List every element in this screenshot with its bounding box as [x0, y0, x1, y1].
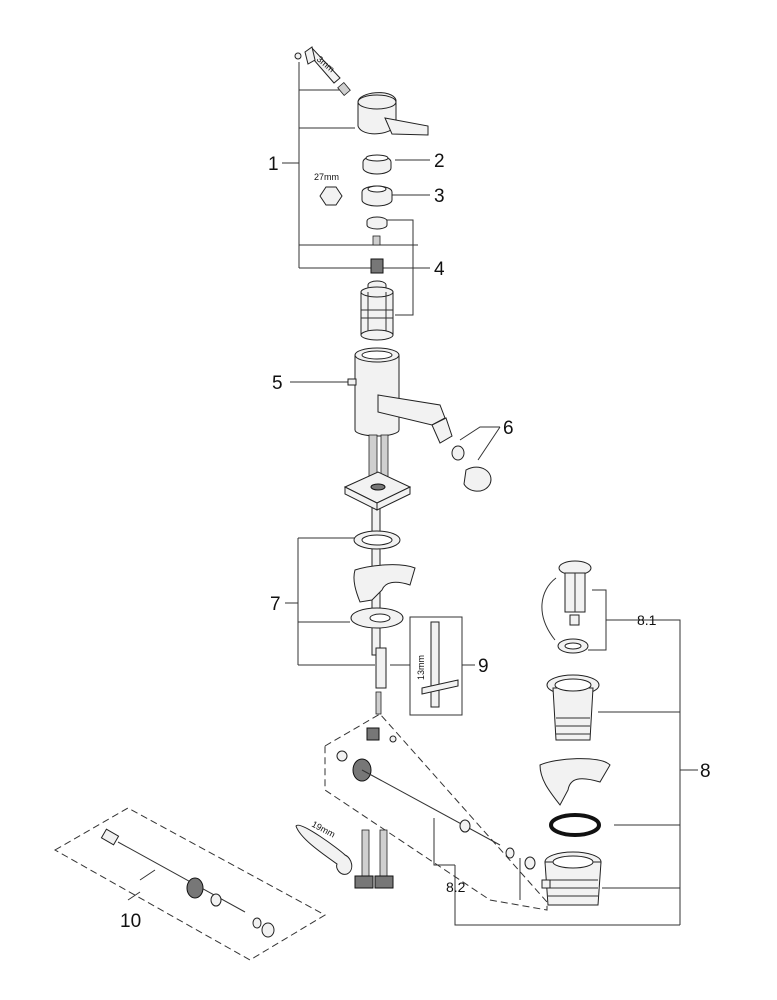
flex-hose-lower — [354, 829, 394, 889]
callout-8-2: 8.2 — [446, 879, 466, 895]
callout-4: 4 — [434, 259, 445, 280]
dim-13mm: 13mm — [416, 655, 426, 680]
callout-1: 1 — [268, 154, 279, 175]
bidet-nozzle-assembly — [451, 445, 492, 492]
mounting-plate — [343, 471, 412, 511]
wrench-27mm-icon — [319, 186, 343, 206]
threaded-sleeve — [375, 647, 387, 689]
fixing-set — [350, 530, 416, 715]
callout-6: 6 — [503, 418, 514, 439]
waste-body — [546, 674, 600, 741]
callout-5: 5 — [272, 373, 283, 394]
callout-10: 10 — [120, 911, 141, 932]
lever-handle-assembly — [294, 46, 429, 136]
arrow-curve — [541, 577, 557, 641]
small-pin — [372, 235, 381, 246]
callout-7: 7 — [270, 594, 281, 615]
hex-key-icon — [304, 46, 341, 84]
wrench-19mm-icon — [295, 824, 353, 875]
cartridge — [360, 280, 394, 341]
waste-gasket — [539, 758, 611, 806]
o-ring — [549, 813, 601, 837]
callout-8: 8 — [700, 761, 711, 782]
popup-waste-assembly — [539, 560, 611, 906]
socket-tool-icon — [421, 621, 459, 708]
grub-screw — [337, 82, 351, 96]
waste-nut — [541, 851, 602, 906]
set-screw-small — [294, 52, 302, 60]
spray-head — [431, 417, 453, 444]
spindle-adapter — [370, 258, 384, 274]
faucet-body — [347, 347, 453, 444]
popup-stopper — [558, 560, 592, 626]
cover-cap — [362, 154, 392, 175]
callout-8-1: 8.1 — [637, 612, 657, 628]
dim-27mm: 27mm — [314, 172, 339, 182]
callout-labels: 1 2 3 4 5 6 7 9 8 8.1 8.2 10 3mm 27mm 13… — [120, 54, 711, 932]
hex-nut — [361, 185, 393, 207]
callout-leaders — [282, 62, 698, 926]
callout-2: 2 — [434, 151, 445, 172]
group-outlines — [53, 616, 548, 961]
callout-3: 3 — [434, 186, 445, 207]
popup-linkage — [336, 727, 536, 870]
extension-rod-set — [100, 828, 275, 938]
callout-9: 9 — [478, 656, 489, 677]
lever-handle — [357, 92, 429, 136]
cartridge-assembly — [360, 216, 394, 341]
